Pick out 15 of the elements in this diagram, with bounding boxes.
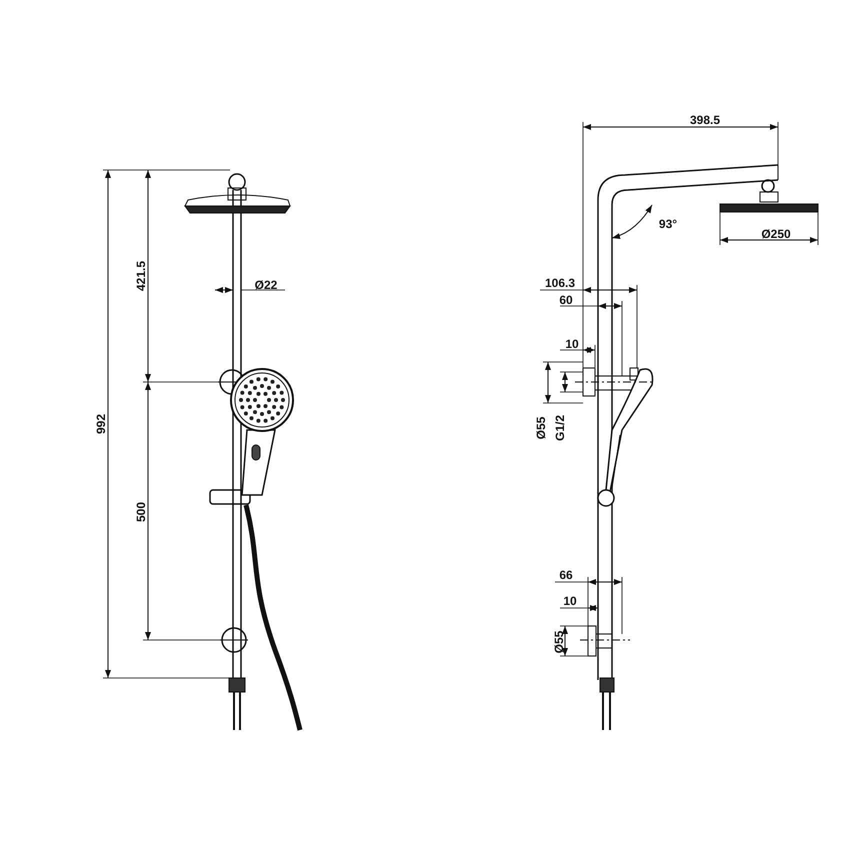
dimension-label: Ø250: [761, 228, 791, 240]
dimension-label: Ø22: [254, 279, 278, 291]
dimension-label: 93°: [658, 218, 678, 230]
dimension-label: Ø55: [553, 630, 565, 654]
dimension-label: 10: [565, 338, 579, 350]
dimension-label: G1/2: [554, 415, 566, 441]
dimension-label: 500: [135, 502, 147, 522]
dimension-label: 398.5: [690, 114, 720, 126]
dimension-label: 106.3: [544, 277, 576, 289]
dimension-label: 10: [563, 595, 577, 607]
dimension-label: Ø55: [535, 416, 547, 440]
dimension-label: 60: [559, 294, 573, 306]
dimension-label: 992: [95, 414, 107, 434]
dimension-label: 66: [559, 569, 573, 581]
dimension-label: 421.5: [135, 260, 147, 292]
